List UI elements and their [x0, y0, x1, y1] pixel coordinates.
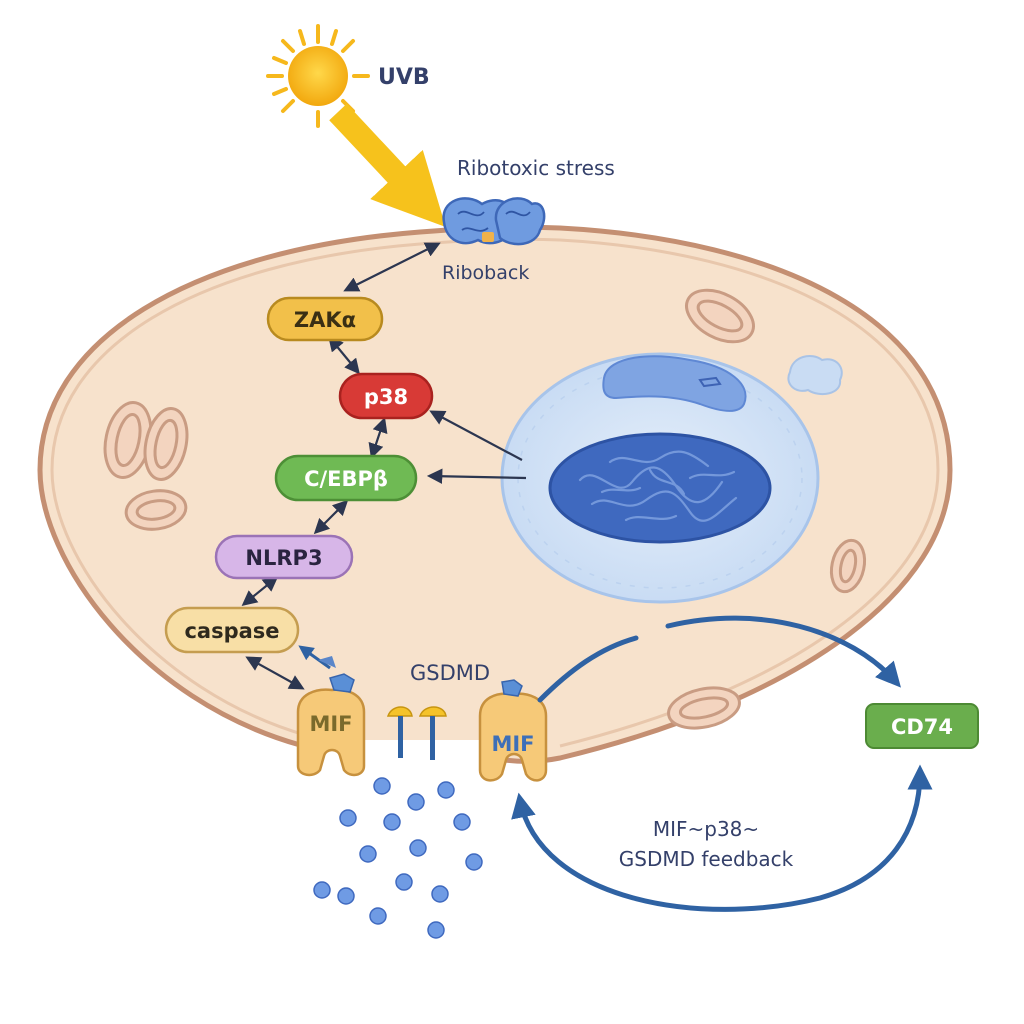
arrow-nucleus-cebpb — [426, 468, 527, 484]
node-cebpb: C/EBPβ — [274, 454, 418, 502]
vesicle — [787, 355, 843, 396]
feedback-label-line2: GSDMD feedback — [619, 847, 794, 871]
node-nlrp3: NLRP3 — [214, 534, 354, 580]
pore-gap — [360, 740, 480, 770]
gsdmd-label: GSDMD — [410, 661, 490, 685]
arrow-cebpb-nlrp3 — [313, 499, 349, 535]
mitochondria-group — [103, 288, 867, 730]
node-cd74-label: CD74 — [891, 715, 953, 739]
node-p38: p38 — [338, 372, 434, 420]
nucleus — [500, 352, 820, 604]
endoplasmic-reticulum — [602, 355, 747, 412]
ribotoxic-stress-label: Ribotoxic stress — [457, 156, 615, 180]
arrow-nlrp3-caspase — [241, 576, 279, 606]
signal-arrows — [241, 242, 527, 690]
arrow-caspase-mif — [245, 656, 305, 690]
arrow-mif-to-cd74-upper — [537, 635, 639, 703]
node-zak-label: ZAKα — [294, 308, 356, 332]
gsdmd-pore — [386, 706, 447, 760]
uvb-label: UVB — [378, 65, 430, 90]
arrow-feedback-loop — [511, 764, 933, 912]
sun-icon — [266, 24, 370, 128]
node-caspase: caspase — [164, 606, 300, 654]
feedback-label-line1: MIF~p38~ — [653, 817, 759, 841]
arrow-nucleus-p38 — [429, 410, 523, 461]
ribosome-icon — [442, 197, 546, 246]
caspase-mif-activation-arrow — [298, 645, 336, 670]
node-caspase-label: caspase — [184, 619, 279, 643]
riboback-label: Riboback — [442, 262, 529, 284]
node-nlrp3-label: NLRP3 — [245, 546, 322, 570]
arrow-p38-cebpb — [368, 417, 388, 459]
node-cd74: CD74 — [865, 703, 979, 749]
node-zak: ZAKα — [266, 296, 384, 342]
arrow-mif-to-cd74-upper-head — [665, 615, 901, 688]
uvb-ray — [329, 103, 446, 228]
arrow-ribo-zak — [343, 242, 441, 292]
mif-left-channel: MIF — [296, 673, 366, 777]
node-p38-label: p38 — [364, 385, 408, 409]
mif-right-channel: MIF — [478, 679, 548, 782]
released-molecules — [313, 777, 483, 939]
arrow-zak-p38 — [328, 335, 360, 375]
node-cebpb-label: C/EBPβ — [304, 467, 388, 491]
mif-left-label: MIF — [309, 712, 352, 736]
mif-right-label: MIF — [491, 732, 534, 756]
